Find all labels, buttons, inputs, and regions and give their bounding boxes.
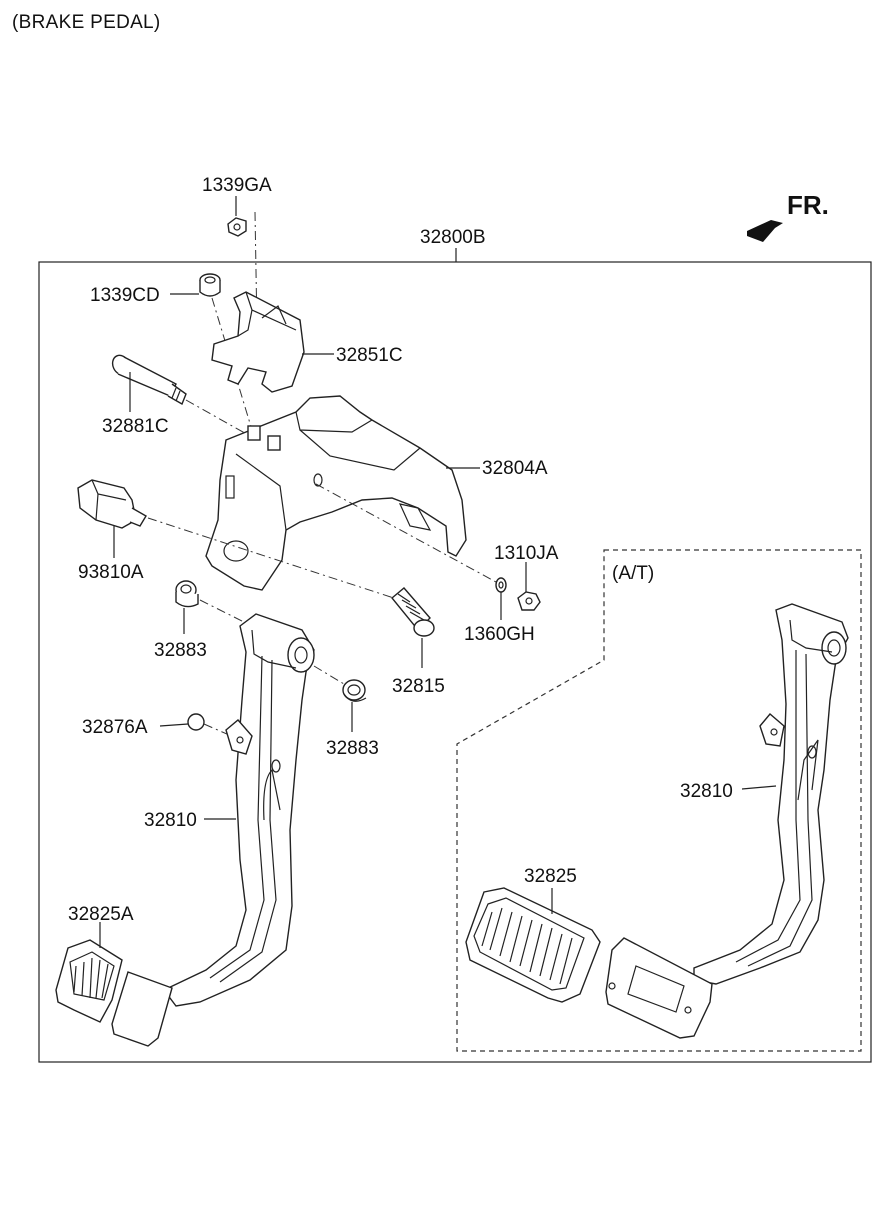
axis-32881C — [185, 399, 251, 437]
label-32804A: 32804A — [482, 458, 548, 479]
label-32881C: 32881C — [102, 416, 169, 437]
part-1310JA — [517, 591, 541, 611]
label-32883-left: 32883 — [154, 640, 207, 661]
part-32876A — [187, 713, 205, 731]
label-32825A: 32825A — [68, 904, 134, 925]
at-variant-label: (A/T) — [612, 563, 654, 584]
leader-32876A — [159, 723, 189, 727]
axis-32876A — [203, 723, 237, 739]
part-32804A — [205, 395, 467, 591]
part-32815 — [391, 587, 435, 637]
part-32810-at — [605, 603, 849, 1039]
at-variant-region — [456, 549, 862, 1052]
assembly-frame — [38, 261, 872, 1063]
part-93810A — [77, 479, 147, 529]
leader-32810-at — [741, 785, 777, 790]
label-1339CD: 1339CD — [90, 285, 160, 306]
part-32883-left — [175, 580, 199, 608]
part-32881C — [111, 354, 187, 406]
part-32883-right — [342, 679, 367, 702]
label-32851C: 32851C — [336, 345, 403, 366]
axis-32883-right — [313, 665, 345, 685]
label-1339GA: 1339GA — [202, 175, 272, 196]
axis-32883-left — [199, 599, 249, 625]
front-label: FR. — [787, 190, 829, 220]
part-32825 — [465, 887, 601, 1003]
label-1310JA: 1310JA — [494, 543, 559, 564]
axis-93810A — [147, 517, 401, 601]
part-32810-mt — [111, 613, 315, 1047]
part-32851C — [211, 291, 305, 393]
front-arrow-icon — [747, 220, 783, 242]
axis-32804A — [315, 483, 497, 583]
label-32810-mt: 32810 — [144, 810, 197, 831]
part-1360GH — [495, 577, 507, 593]
front-direction-indicator: FR. — [745, 190, 845, 242]
part-1339GA — [227, 217, 247, 237]
diagram-title: (BRAKE PEDAL) — [12, 12, 161, 33]
label-32825: 32825 — [524, 866, 577, 887]
assembly-label: 32800B — [420, 227, 486, 248]
label-93810A: 93810A — [78, 562, 144, 583]
axis-1339CD — [211, 297, 253, 431]
label-32883-right: 32883 — [326, 738, 379, 759]
label-32876A: 32876A — [82, 717, 148, 738]
label-1360GH: 1360GH — [464, 624, 535, 645]
part-1339CD — [199, 273, 221, 297]
label-32810-at: 32810 — [680, 781, 733, 802]
part-32825A — [55, 939, 123, 1023]
label-32815: 32815 — [392, 676, 445, 697]
